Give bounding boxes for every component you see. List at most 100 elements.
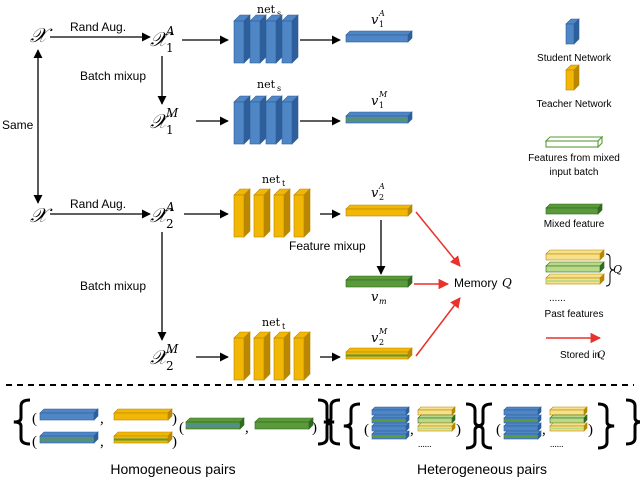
svg-text:2: 2 <box>379 338 384 347</box>
feature-bar <box>345 30 413 43</box>
vm-label: v m <box>371 290 387 306</box>
network-layer <box>233 188 251 238</box>
comma: , <box>245 420 249 436</box>
teacher-network-1 <box>233 188 311 238</box>
svg-text:M: M <box>165 342 179 356</box>
legend-mixed-input-label-1: Features from mixed <box>528 153 620 164</box>
svg-text:v: v <box>371 331 379 346</box>
pair-bar <box>371 422 410 432</box>
v1m-label: v M 1 <box>371 90 388 110</box>
svg-text:v: v <box>371 290 379 305</box>
svg-text:Q: Q <box>502 276 512 290</box>
svg-text:v: v <box>371 186 379 201</box>
net-s-1-label: net s <box>257 3 281 18</box>
same-label: Same <box>2 118 34 132</box>
x2a-symbol: 𝒳 A 2 <box>150 200 175 231</box>
rand-aug-label-1: Rand Aug. <box>70 20 126 34</box>
network-layer <box>253 331 271 381</box>
paren: ) <box>456 422 461 438</box>
pair-bar <box>371 406 410 416</box>
paren: ( <box>32 411 37 427</box>
svg-text:M: M <box>378 327 388 336</box>
svg-text:Stored in: Stored in <box>560 350 600 361</box>
svg-text:Q: Q <box>597 350 605 361</box>
pair-bar <box>39 408 99 421</box>
legend-past-q: Q <box>613 263 622 276</box>
network-layer <box>293 331 311 381</box>
network-layer <box>233 95 251 145</box>
pair-bar <box>185 417 245 430</box>
network-layer <box>273 331 291 381</box>
pair-bar <box>113 431 173 444</box>
feature-mixup-label: Feature mixup <box>289 239 366 253</box>
legend-bar <box>545 261 605 273</box>
paren: ( <box>364 422 369 438</box>
pair-bar <box>549 422 588 432</box>
paren: ( <box>179 420 184 436</box>
svg-text:2: 2 <box>166 359 174 373</box>
net-s-2-label: net s <box>257 78 281 93</box>
dots: ...... <box>550 439 564 449</box>
network-layer <box>253 188 271 238</box>
x-mid-symbol: 𝒳 <box>30 203 53 227</box>
svg-text:net: net <box>257 78 276 91</box>
legend-mixed-feature-icon <box>545 203 603 215</box>
svg-text:t: t <box>282 322 286 331</box>
svg-text:2: 2 <box>166 217 174 231</box>
svg-text:A: A <box>378 182 385 191</box>
v1a-label: v A 1 <box>371 9 385 29</box>
svg-text:s: s <box>277 84 281 93</box>
homogeneous-pairs-group: (,)(,)(,) <box>13 398 335 450</box>
legend-past-brace <box>605 253 615 287</box>
pair-bar <box>371 430 410 440</box>
svg-text:s: s <box>277 9 281 18</box>
red-arrow-v2m <box>415 297 461 357</box>
pair-bar <box>549 414 588 424</box>
svg-text:net: net <box>262 316 281 329</box>
v1a-feature-bar <box>345 30 413 43</box>
network-layer <box>281 95 299 145</box>
comma: , <box>100 434 104 450</box>
network-layer <box>293 188 311 238</box>
network-layer <box>233 331 251 381</box>
pair-bar <box>503 422 542 432</box>
feature-bar <box>345 275 413 288</box>
paren: ( <box>496 422 501 438</box>
svg-text:1: 1 <box>166 123 174 137</box>
svg-text:1: 1 <box>166 41 174 55</box>
v2a-feature-bar <box>345 204 413 217</box>
legend-bar <box>545 273 605 285</box>
homogeneous-pairs-label: Homogeneous pairs <box>110 461 235 477</box>
comma: , <box>100 411 104 427</box>
pair-bar <box>503 406 542 416</box>
student-network-2 <box>233 95 299 145</box>
pair-bar <box>417 406 456 416</box>
legend-past-features-icon <box>545 249 605 285</box>
vm-feature-bar <box>345 275 413 288</box>
svg-text:A: A <box>165 200 175 214</box>
legend-mixed-input-label-2: input batch <box>550 167 599 178</box>
comma: , <box>410 422 414 438</box>
svg-text:net: net <box>257 3 276 16</box>
v2m-label: v M 2 <box>371 327 388 347</box>
paren: ( <box>32 434 37 450</box>
svg-text:net: net <box>262 173 281 186</box>
pair-bar <box>549 406 588 416</box>
red-arrow-v2a <box>415 211 461 267</box>
batch-mixup-label-1: Batch mixup <box>80 69 146 83</box>
net-t-1-label: net t <box>262 173 286 188</box>
legend-teacher-label: Teacher Network <box>536 99 612 110</box>
rand-aug-label-2: Rand Aug. <box>70 197 126 211</box>
feature-bar <box>345 111 413 124</box>
network-layer <box>265 95 283 145</box>
svg-text:A: A <box>378 9 385 18</box>
legend-past-dots: ...... <box>549 293 566 304</box>
heterogeneous-pairs-label: Heterogeneous pairs <box>417 461 547 477</box>
pair-bar <box>371 414 410 424</box>
heterogeneous-pairs-group: (,......)(,......) <box>323 398 640 450</box>
legend-bar <box>545 249 605 261</box>
legend-stored-label: Stored in Q <box>560 350 605 361</box>
legend-student-icon <box>565 18 580 45</box>
